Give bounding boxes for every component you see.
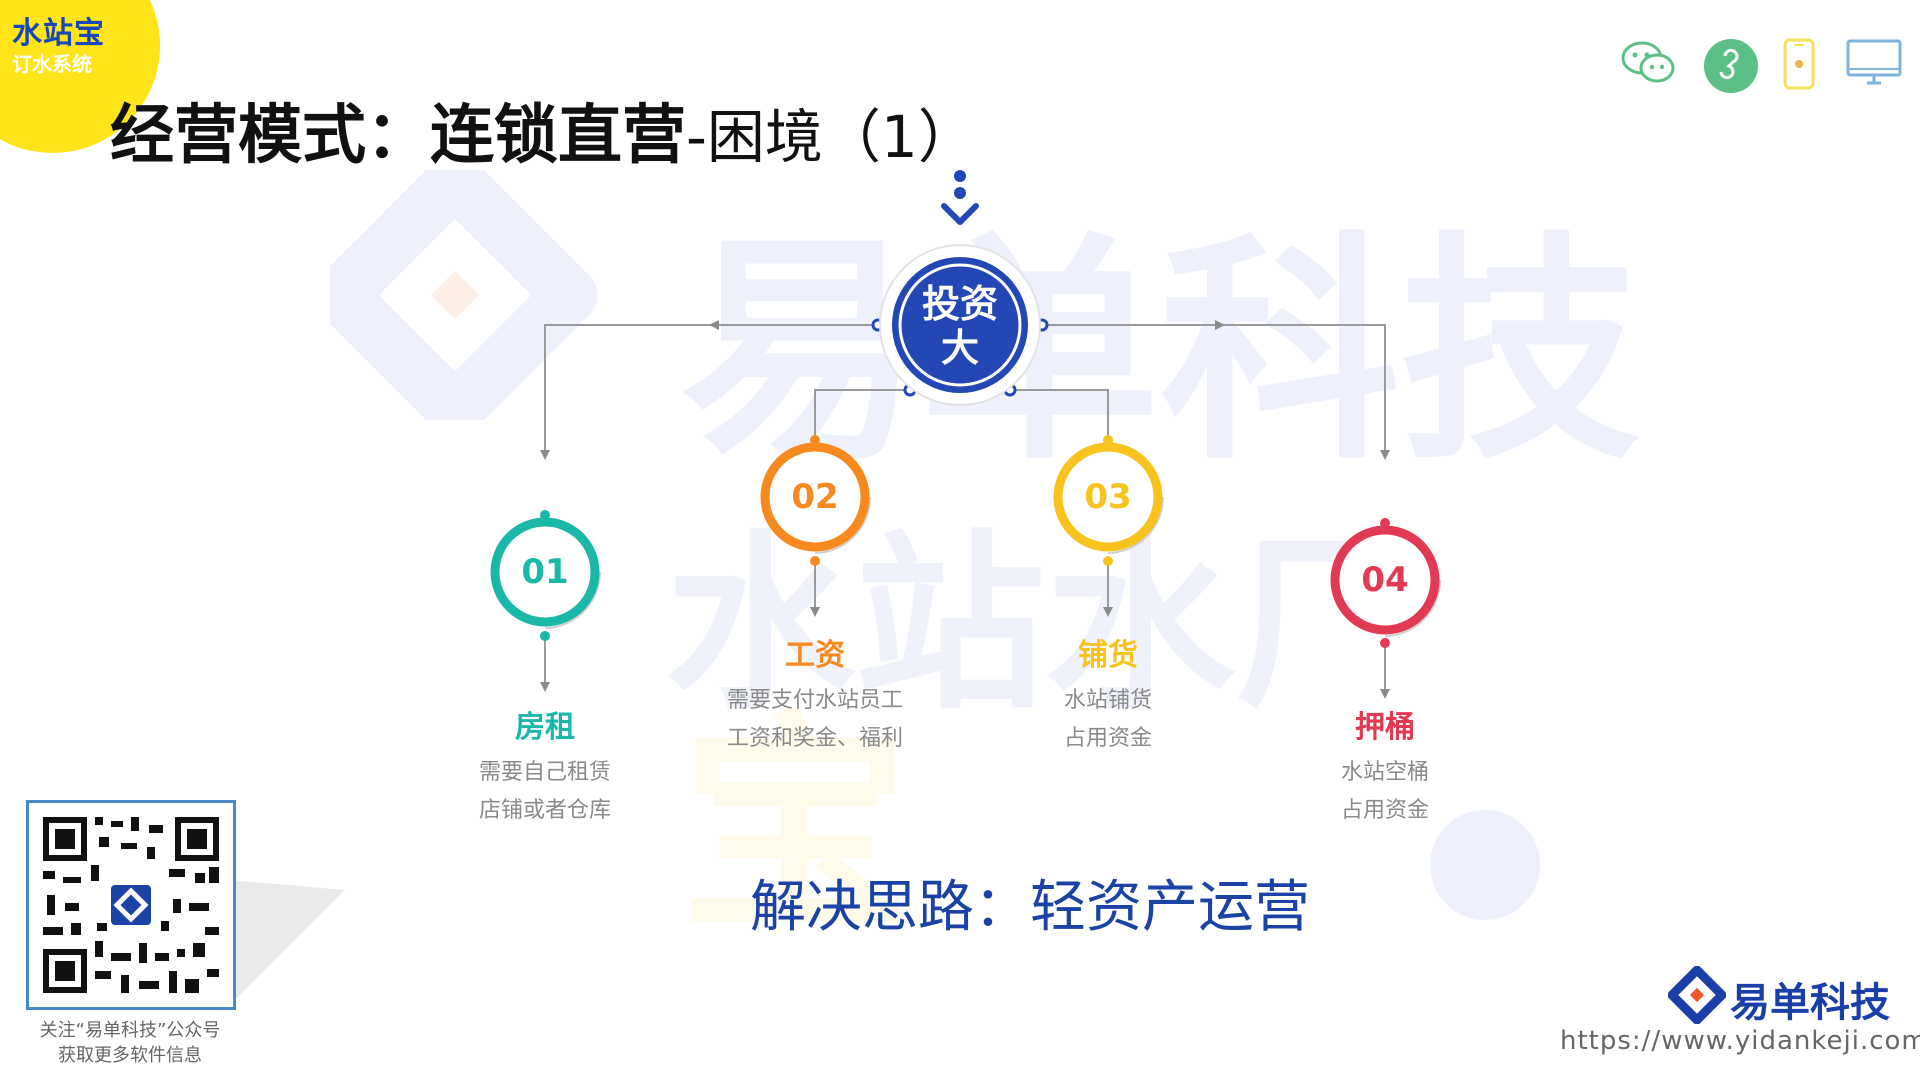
node-04-number: 04 — [1361, 560, 1409, 600]
watermark-dot — [1430, 810, 1540, 920]
node-02-label: 工资 — [785, 638, 845, 673]
node-02-desc-1: 需要支付水站员工 — [726, 688, 903, 713]
node-03-number: 03 — [1084, 477, 1132, 517]
down-arrow-icon — [941, 170, 979, 225]
center-line-1: 投资 — [921, 282, 998, 326]
node-04-graphic — [1330, 518, 1441, 648]
node-01-desc-2: 店铺或者仓库 — [478, 798, 611, 823]
watermark-product: 水站水厂 — [665, 514, 1426, 735]
desktop-monitor-icon[interactable] — [1845, 38, 1903, 88]
node-04-desc-1: 水站空桶 — [1340, 760, 1429, 785]
company-url[interactable]: https://www.yidankeji.com — [1560, 1026, 1920, 1056]
title-sub: -困境（1） — [686, 103, 976, 171]
node-01-number: 01 — [521, 552, 569, 592]
center-line-2: 大 — [940, 326, 979, 370]
mobile-phone-icon[interactable] — [1782, 38, 1816, 90]
wechat-icon[interactable] — [1620, 38, 1678, 88]
node-01-graphic — [490, 510, 601, 641]
watermark-company: 易单科技 — [680, 212, 1641, 492]
node-01-label: 房租 — [515, 710, 575, 745]
watermark-product-2: 宝 — [680, 694, 911, 961]
qr-caption-2: 获取更多软件信息 — [58, 1045, 202, 1066]
brand-subtitle: 订水系统 — [12, 52, 92, 76]
page-title: 经营模式：连锁直营-困境（1） — [110, 84, 976, 176]
node-04-desc-2: 占用资金 — [1340, 798, 1429, 823]
title-main: 经营模式：连锁直营 — [110, 99, 686, 173]
node-02-number: 02 — [791, 477, 839, 517]
qr-caption-1: 关注“易单科技”公众号 — [39, 1020, 221, 1041]
company-name: 易单科技 — [1730, 980, 1890, 1026]
qr-code[interactable] — [26, 800, 236, 1010]
node-04-label: 押桶 — [1355, 710, 1415, 745]
brand-name: 水站宝 — [12, 16, 105, 51]
qr-caption: 关注“易单科技”公众号 获取更多软件信息 — [0, 1018, 260, 1068]
watermark-logo-shape — [330, 170, 598, 420]
qr-code-graphic — [43, 817, 219, 993]
qr-shadow — [230, 880, 345, 1005]
node-03-label: 铺货 — [1078, 638, 1138, 673]
company-logo-icon — [1668, 966, 1726, 1024]
node-03-graphic — [1053, 435, 1164, 566]
solution-text: 解决思路：轻资产运营 — [750, 875, 1310, 940]
node-03-desc-1: 水站铺货 — [1063, 688, 1152, 713]
mini-program-icon[interactable] — [1703, 38, 1759, 94]
center-node-text: 投资 大 — [880, 282, 1040, 370]
node-02-graphic — [760, 435, 871, 566]
node-01-desc-1: 需要自己租赁 — [478, 760, 611, 785]
center-node-graphic — [879, 244, 1041, 406]
node-02-desc-2: 工资和奖金、福利 — [726, 726, 903, 751]
node-03-desc-2: 占用资金 — [1063, 726, 1152, 751]
